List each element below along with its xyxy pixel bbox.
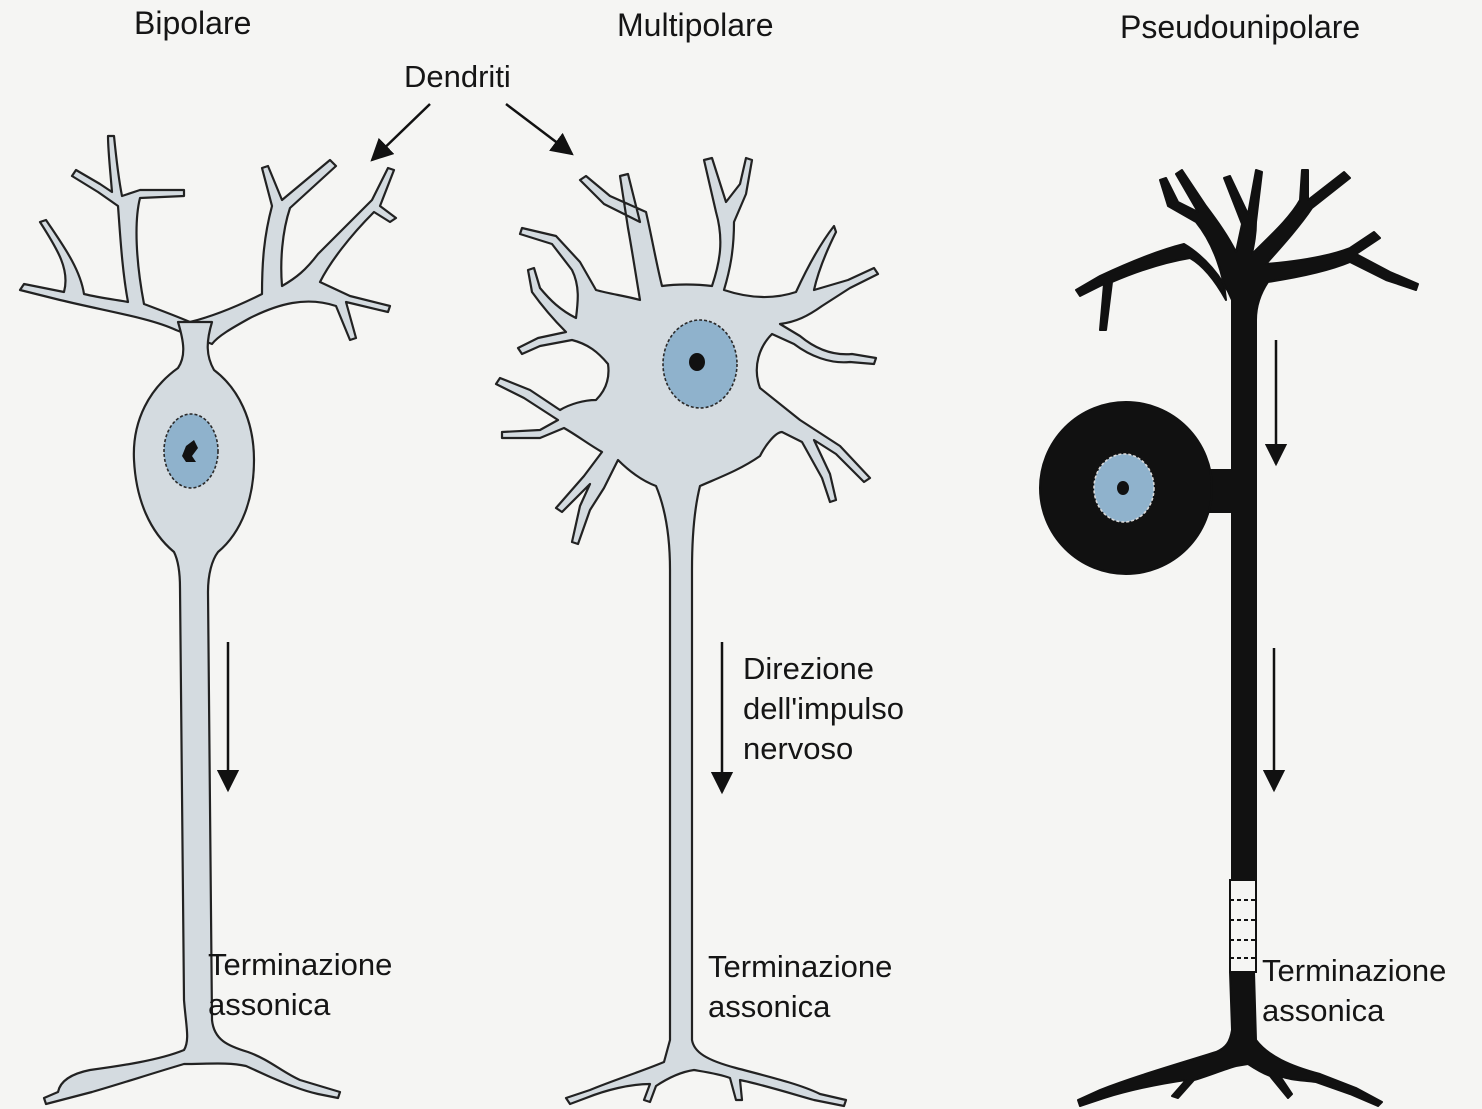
title-bipolar: Bipolare	[134, 4, 251, 42]
pseudounipolar-nucleolus	[1117, 481, 1129, 495]
axon-terminal-bipolar-line-2: assonica	[208, 986, 330, 1024]
axon-terminal-multipolar-line-2: assonica	[708, 988, 830, 1026]
axon-terminal-multipolar-line-1: Terminazione	[708, 948, 892, 986]
impulse-line-3: nervoso	[743, 730, 853, 768]
dendrite-pointer-arrows	[372, 104, 572, 160]
dendrite-arrow-left	[372, 104, 430, 160]
impulse-line-1: Direzione	[743, 650, 874, 688]
axon-terminal-pseudounipolar-line-2: assonica	[1262, 992, 1384, 1030]
impulse-line-2: dell'impulso	[743, 690, 904, 728]
title-multipolar: Multipolare	[617, 6, 774, 44]
dendrite-arrow-right	[506, 104, 572, 154]
multipolar-nucleolus	[689, 353, 705, 371]
label-dendrites: Dendriti	[404, 58, 511, 96]
title-pseudounipolar: Pseudounipolare	[1120, 8, 1360, 46]
axon-terminal-pseudounipolar-line-1: Terminazione	[1262, 952, 1446, 990]
pseudounipolar-axon-break	[1230, 880, 1256, 972]
axon-terminal-bipolar-line-1: Terminazione	[208, 946, 392, 984]
bipolar-dendrites	[20, 136, 396, 344]
